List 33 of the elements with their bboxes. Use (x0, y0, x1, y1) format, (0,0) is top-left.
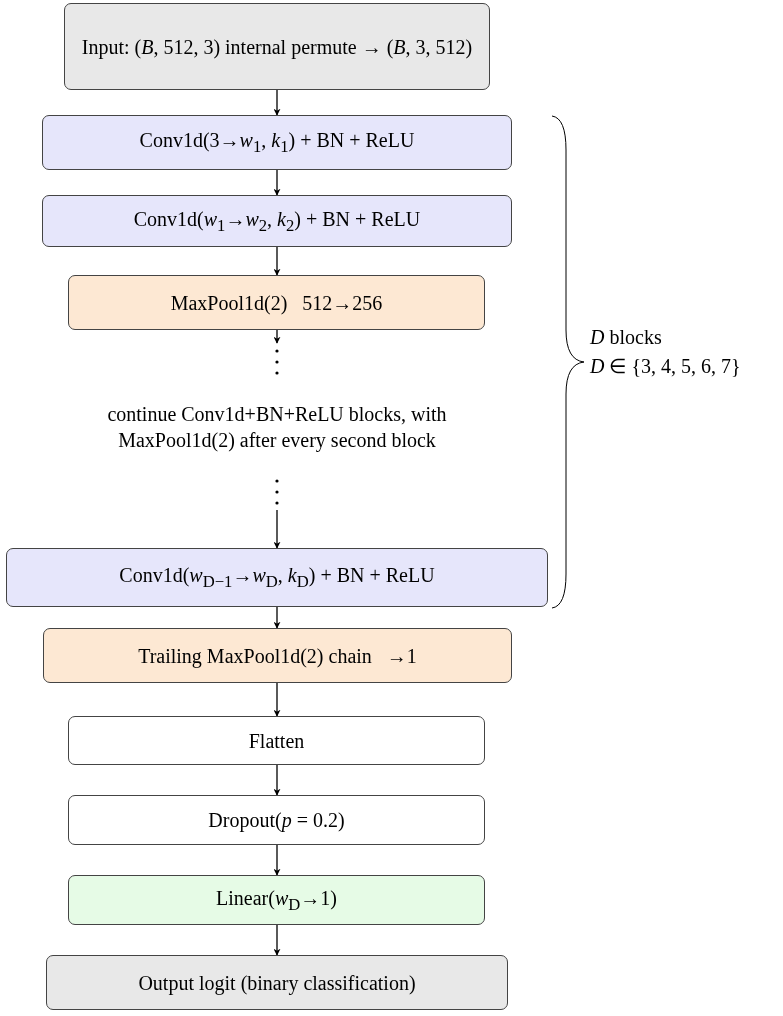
arrow (273, 764, 281, 796)
process-box (68, 875, 485, 925)
arrow (273, 169, 281, 196)
arrow (273, 844, 281, 876)
box-label: Flatten (247, 728, 306, 754)
box-label: Conv1d(3→w$_{1}$, k$_{1}$) + BN + ReLU (138, 128, 416, 158)
note-text: continue Conv1d+BN+ReLU blocks, with MaxPool1d(2) after every second block (106, 401, 448, 453)
box-label: Dropout(p = 0.2) (207, 808, 346, 833)
arrow (273, 682, 281, 717)
arrow (273, 924, 281, 956)
box-label: Input: (B, 512, 3) internal permute → (B, 3, 512) (80, 34, 474, 60)
process-box (42, 195, 512, 247)
arrow (273, 89, 281, 116)
process-box (68, 795, 485, 845)
process-box (68, 275, 485, 330)
process-box (43, 628, 512, 683)
process-box (42, 115, 512, 170)
arrow (273, 509, 281, 549)
process-box (6, 548, 548, 607)
box-label: Linear(w$_{D}$→1) (215, 885, 338, 916)
arrow (273, 246, 281, 276)
arrow (273, 329, 281, 344)
arrow (273, 606, 281, 629)
process-box (46, 955, 508, 1010)
box-label: Conv1d(w$_{1}$→w$_{2}$, k$_{2}$) + BN + ReLU (132, 206, 422, 237)
box-label: MaxPool1d(2) 512→256 (169, 290, 384, 316)
box-label: Conv1d(w$_{D−1}$→w$_{D}$, k$_{D}$) + BN + ReLU (118, 563, 436, 593)
brace-label: D blocks (590, 326, 662, 349)
process-box (64, 3, 490, 90)
box-label: Trailing MaxPool1d(2) chain →1 (137, 643, 418, 669)
brace-label: D ∈ {3, 4, 5, 6, 7} (590, 354, 741, 378)
process-box (68, 716, 485, 765)
box-label: Output logit (binary classification) (137, 970, 417, 996)
